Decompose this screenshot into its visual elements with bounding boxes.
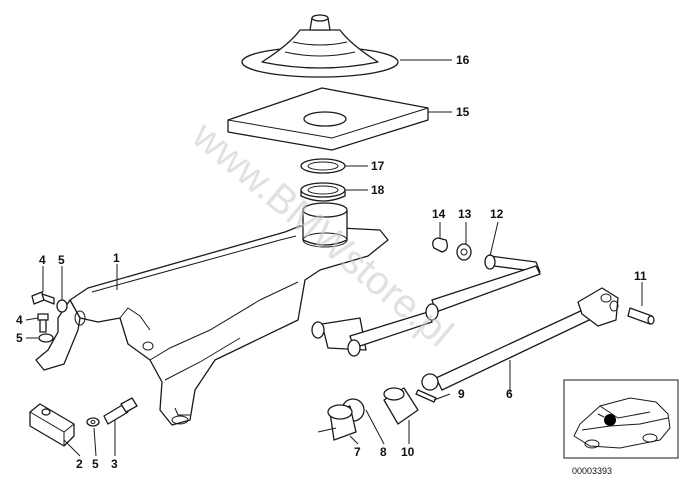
callout-9: 9	[458, 387, 465, 401]
callout-6: 6	[506, 387, 513, 401]
callout-15: 15	[456, 105, 470, 119]
part-5-washer-upper	[56, 299, 68, 313]
part-7-bushing	[317, 404, 357, 441]
part-13-washer	[456, 243, 472, 261]
part-15-plate	[227, 87, 429, 151]
callout-18: 18	[371, 183, 385, 197]
part-4-bolt-lower	[37, 313, 49, 333]
vehicle-locator-inset	[563, 379, 679, 459]
callout-16: 16	[456, 53, 470, 67]
callout-1: 1	[113, 251, 120, 265]
part-4-bolt-upper	[31, 291, 55, 305]
leader-lines	[25, 59, 643, 457]
part-16-rubber-boot	[241, 14, 399, 78]
callout-2: 2	[76, 457, 83, 471]
callout-11: 11	[634, 269, 647, 283]
callout-4-upper: 4	[39, 253, 46, 267]
part-11-pin	[627, 307, 655, 325]
part-14-clip	[432, 237, 448, 253]
callout-14: 14	[432, 207, 446, 221]
callout-5-bottom: 5	[92, 457, 99, 471]
part-2-block	[29, 403, 75, 447]
callout-5-upper: 5	[58, 253, 65, 267]
callout-8: 8	[380, 445, 387, 459]
part-1-housing	[35, 202, 389, 426]
callout-12: 12	[490, 207, 504, 221]
part-17-ring	[300, 158, 346, 174]
part-5-washer-lower	[38, 333, 54, 343]
part-5-washer-bottom	[86, 417, 100, 427]
callout-13: 13	[458, 207, 472, 221]
part-12-selector-rod	[311, 254, 541, 357]
callout-7: 7	[354, 445, 361, 459]
callout-10: 10	[401, 445, 415, 459]
location-marker	[604, 414, 616, 426]
part-9-pin	[415, 389, 437, 403]
callout-3: 3	[111, 457, 118, 471]
part-3-bolt	[103, 397, 138, 425]
callout-17: 17	[371, 159, 385, 173]
callout-4-lower: 4	[16, 313, 23, 327]
callout-labels: 16 15 17 18 1 4 5 4 5 2 5 3 14 13 12 11 …	[16, 53, 647, 471]
part-6-shift-rod	[421, 287, 619, 391]
reference-number: 00003393	[572, 466, 612, 476]
callout-5-lower: 5	[16, 331, 23, 345]
part-10-sleeve	[383, 387, 419, 425]
part-18-bushing	[300, 182, 346, 202]
